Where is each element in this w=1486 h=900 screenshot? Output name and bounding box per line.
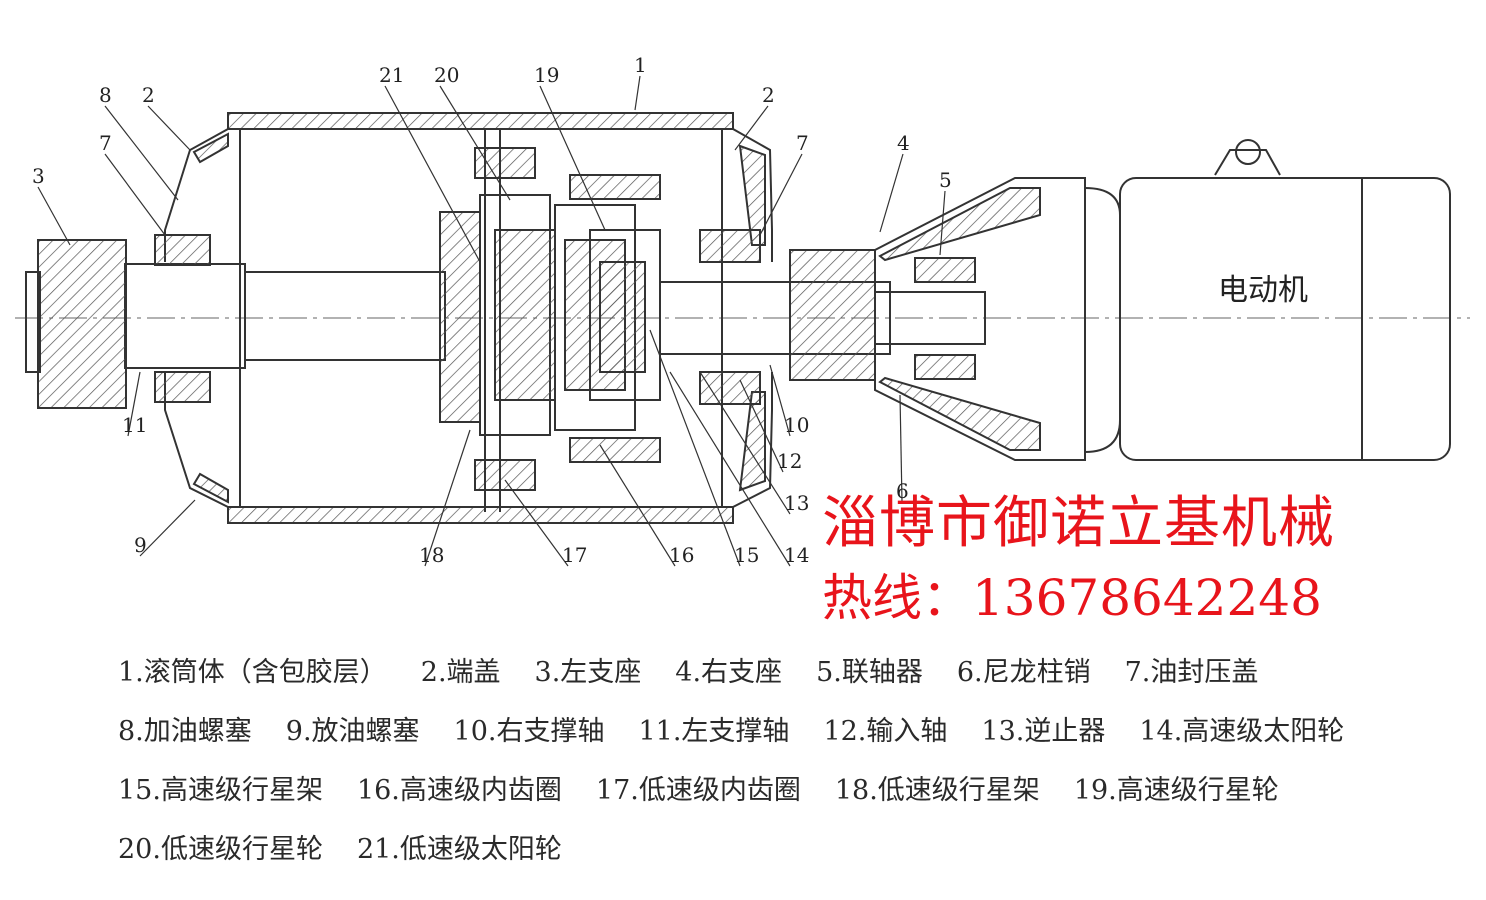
callout-number: 3 — [32, 164, 45, 188]
callout-leader — [699, 371, 791, 515]
hotline-number: 13678642248 — [972, 569, 1322, 627]
company-name: 淄博市御诺立基机械 — [822, 491, 1335, 556]
legend-item: 12.输入轴 — [823, 716, 948, 747]
legend-item: 14.高速级太阳轮 — [1139, 716, 1345, 747]
callout-leader — [634, 75, 641, 111]
callout-leader — [147, 105, 191, 151]
callout-leader — [104, 153, 166, 236]
motor-label: 电动机 — [1218, 273, 1308, 308]
callout-leader — [649, 329, 741, 567]
legend-item: 3.左支座 — [534, 657, 642, 688]
callout-leader — [127, 371, 141, 437]
legend-item: 20.低速级行星轮 — [118, 834, 323, 865]
hotline: 热线：13678642248 — [822, 566, 1322, 630]
legend-row: 8.加油螺塞 9.放油螺塞 10.右支撑轴 11.左支撑轴 12.输入轴 13.逆止器 14… — [118, 709, 1458, 768]
legend-item: 18.低速级行星架 — [834, 775, 1040, 806]
callout-number: 5 — [939, 168, 952, 192]
drum-body — [25, 112, 1451, 524]
callout-leader — [504, 479, 569, 567]
callout-number: 14 — [784, 543, 809, 567]
callout-number: 12 — [777, 449, 802, 473]
legend-item: 8.加油螺塞 — [118, 716, 252, 747]
callout-number: 11 — [122, 413, 147, 437]
callout-number: 19 — [534, 63, 559, 87]
callout-leader — [759, 153, 803, 236]
hotline-label: 热线： — [822, 569, 972, 627]
legend-row: 20.低速级行星轮 21.低速级太阳轮 — [118, 827, 1458, 886]
legend-item: 2.端盖 — [420, 657, 501, 688]
callout-leader — [899, 394, 903, 503]
callout-number: 8 — [99, 83, 112, 107]
callout-number: 7 — [99, 131, 112, 155]
legend-item: 7.油封压盖 — [1124, 657, 1259, 688]
callout-leader — [734, 105, 769, 151]
legend-item: 9.放油螺塞 — [285, 716, 420, 747]
callout-number: 18 — [419, 543, 444, 567]
callout-number: 2 — [762, 83, 775, 107]
callout-leader — [424, 429, 471, 567]
callout-number: 15 — [734, 543, 759, 567]
legend-row: 15.高速级行星架 16.高速级内齿圈 17.低速级内齿圈 18.低速级行星架 19.高… — [118, 768, 1458, 827]
callout-number: 10 — [784, 413, 809, 437]
callout-number: 7 — [796, 131, 809, 155]
callout-leader — [769, 364, 791, 437]
legend-item: 4.右支座 — [675, 657, 783, 688]
callout-number: 2 — [142, 83, 155, 107]
callout-leader — [37, 186, 71, 246]
callout-number: 6 — [896, 479, 909, 503]
callout-number: 17 — [562, 543, 587, 567]
callout-leader — [739, 379, 784, 473]
legend-item: 1.滚筒体（含包胶层） — [118, 657, 387, 688]
callout-leader — [104, 105, 179, 201]
callout-leader — [539, 85, 606, 231]
legend-item: 11.左支撑轴 — [638, 716, 790, 747]
callout-number: 1 — [634, 53, 647, 77]
legend-item: 17.低速级内齿圈 — [595, 775, 801, 806]
callout-number: 16 — [669, 543, 694, 567]
callout-leader — [439, 85, 511, 201]
callout-leader — [669, 371, 791, 567]
parts-legend: 1.滚筒体（含包胶层） 2.端盖 3.左支座 4.右支座 5.联轴器 6.尼龙柱销 7.油封… — [118, 650, 1458, 886]
callout-leader — [384, 85, 481, 263]
legend-item: 15.高速级行星架 — [118, 775, 323, 806]
callout-number: 9 — [134, 533, 147, 557]
legend-item: 5.联轴器 — [816, 657, 923, 688]
callout-leader — [939, 190, 946, 256]
callout-number: 20 — [434, 63, 459, 87]
legend-item: 19.高速级行星轮 — [1073, 775, 1279, 806]
callout-number: 21 — [379, 63, 404, 87]
legend-item: 21.低速级太阳轮 — [356, 834, 562, 865]
callout-leader — [879, 153, 904, 233]
legend-item: 13.逆止器 — [981, 716, 1106, 747]
callout-number: 13 — [784, 491, 809, 515]
legend-row: 1.滚筒体（含包胶层） 2.端盖 3.左支座 4.右支座 5.联轴器 6.尼龙柱销 7.油封… — [118, 650, 1458, 709]
callout-leader — [139, 499, 196, 557]
legend-item: 6.尼龙柱销 — [956, 657, 1091, 688]
legend-item: 16.高速级内齿圈 — [356, 775, 562, 806]
legend-item: 10.右支撑轴 — [453, 716, 605, 747]
callout-number: 4 — [897, 131, 910, 155]
callout-leader — [599, 444, 676, 567]
